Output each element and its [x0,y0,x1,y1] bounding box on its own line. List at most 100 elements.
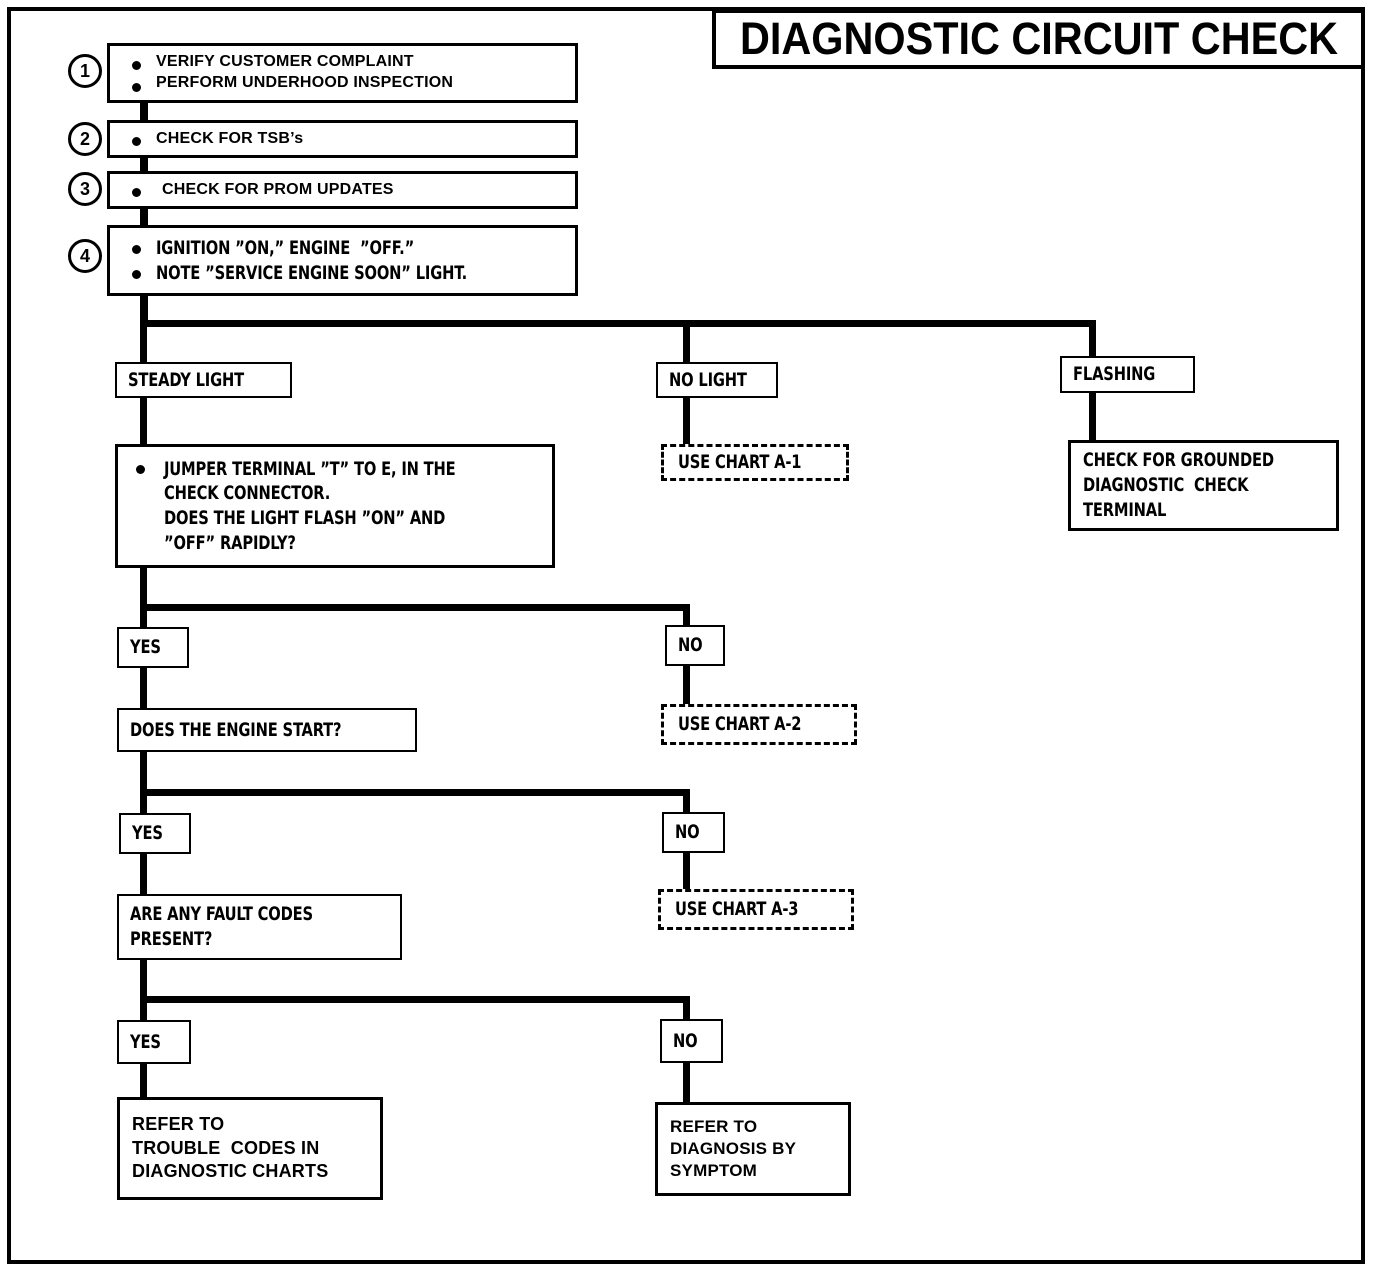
answer-box-yes-1: YES [117,627,189,668]
branch-box-steady-light: STEADY LIGHT [115,362,292,398]
bullet-icon [136,465,145,474]
connector-no2-chart-a3 [683,851,690,890]
refer-trouble-codes-line-1: REFER TO [132,1114,225,1135]
answer-box-no-1: NO [665,625,725,666]
chart-ref-box-a1: USE CHART A-1 [661,444,849,481]
step-number-3-label: 3 [79,178,90,199]
connector-step4-bus [140,293,148,325]
split-bus-decision-3 [140,996,690,1003]
connector-fault-codes-split [140,958,147,1003]
step-box-4-line-2: NOTE ”SERVICE ENGINE SOON” LIGHT. [156,261,468,284]
connector-yes1-engine-start [140,666,147,711]
bullet-icon [132,137,141,146]
connector-decision2-yes [140,789,147,815]
step-box-3-line-1: CHECK FOR PROM UPDATES [162,180,394,198]
connector-yes3-refer-trouble-codes [140,1062,147,1104]
chart-ref-a1-label: USE CHART A-1 [678,451,802,474]
connector-bus-steady-light [140,320,147,364]
result-box-diagnosis-by-symptom: REFER TO DIAGNOSIS BY SYMPTOM [655,1102,851,1196]
refer-symptom-line-2: DIAGNOSIS BY [670,1138,797,1158]
connector-step2-step3 [140,155,148,172]
bullet-icon [132,270,141,279]
connector-flashing-grounded [1089,391,1096,443]
bullet-icon [132,245,141,254]
step-number-2-label: 2 [79,128,90,149]
connector-bus-no-light [683,320,690,364]
answer-box-no-2: NO [662,812,725,853]
step-number-2: 2 [68,122,102,156]
split-bus-decision-1 [140,604,690,611]
jumper-line-1: JUMPER TERMINAL ”T” TO E, IN THE [164,457,456,480]
split-bus-decision-2 [140,789,690,796]
bullet-icon [132,61,141,70]
fault-codes-line-2: PRESENT? [130,928,213,950]
answer-no-3-label: NO [673,1029,698,1052]
branch-box-flashing: FLASHING [1060,356,1195,393]
result-box-trouble-codes: REFER TO TROUBLE CODES IN DIAGNOSTIC CHA… [117,1097,383,1200]
answer-box-no-3: NO [660,1019,723,1063]
fault-codes-line-1: ARE ANY FAULT CODES [130,903,313,926]
connector-jumper-split [140,566,147,611]
step-number-1-label: 1 [79,60,90,81]
step-box-1: VERIFY CUSTOMER COMPLAINT PERFORM UNDERH… [107,43,578,103]
connector-steady-light-jumper [140,396,147,446]
step-number-3: 3 [68,172,102,206]
connector-decision3-yes [140,996,147,1022]
connector-bus-flashing [1089,320,1096,358]
page-title: DIAGNOSTIC CIRCUIT CHECK [739,13,1338,64]
refer-symptom-line-1: REFER TO [670,1116,758,1136]
connector-no3-refer-symptom [683,1061,690,1106]
node-box-grounded-terminal: CHECK FOR GROUNDED DIAGNOSTIC CHECK TERM… [1068,440,1339,531]
refer-trouble-codes-line-3: DIAGNOSTIC CHARTS [132,1161,329,1182]
branch-label-flashing: FLASHING [1073,363,1156,386]
step-box-3: CHECK FOR PROM UPDATES [107,171,578,209]
chart-ref-a2-label: USE CHART A-2 [678,713,802,736]
branch-box-no-light: NO LIGHT [656,362,778,398]
connector-yes2-fault-codes [140,852,147,898]
node-box-fault-codes: ARE ANY FAULT CODES PRESENT? [117,894,402,960]
step-box-1-line-2: PERFORM UNDERHOOD INSPECTION [156,74,454,91]
bullet-icon [132,83,141,92]
step-box-4-line-1: IGNITION ”ON,” ENGINE ”OFF.” [156,236,415,259]
answer-box-yes-2: YES [119,813,191,854]
chart-ref-box-a3: USE CHART A-3 [658,889,854,930]
refer-trouble-codes-line-2: TROUBLE CODES IN [132,1137,320,1158]
branch-bus-horizontal [140,320,1096,327]
step-box-2-line-1: CHECK FOR TSB’s [156,129,304,147]
bullet-icon [132,188,141,197]
jumper-line-2: CHECK CONNECTOR. [164,482,331,505]
connector-decision1-yes [140,604,147,630]
chart-title-box: DIAGNOSTIC CIRCUIT CHECK [712,9,1365,69]
engine-start-line-1: DOES THE ENGINE START? [130,718,342,741]
grounded-line-2: DIAGNOSTIC CHECK [1083,474,1249,497]
branch-label-steady-light: STEADY LIGHT [128,368,244,391]
grounded-line-3: TERMINAL [1083,498,1167,521]
jumper-line-3: DOES THE LIGHT FLASH ”ON” AND [164,507,446,529]
connector-no1-chart-a2 [683,664,690,705]
answer-box-yes-3: YES [117,1020,191,1064]
page-border [7,7,1365,1264]
branch-label-no-light: NO LIGHT [669,368,747,391]
step-number-4: 4 [68,239,102,273]
chart-ref-a3-label: USE CHART A-3 [675,898,799,921]
connector-no-light-chart-a1 [683,396,690,446]
chart-ref-box-a2: USE CHART A-2 [661,704,857,745]
jumper-line-4: ”OFF” RAPIDLY? [164,531,296,554]
node-box-jumper-terminal: JUMPER TERMINAL ”T” TO E, IN THE CHECK C… [115,444,555,568]
connector-step3-step4 [140,206,148,226]
connector-decision1-no [683,604,690,628]
step-number-4-label: 4 [79,245,90,266]
step-box-1-line-1: VERIFY CUSTOMER COMPLAINT [156,53,414,71]
answer-no-2-label: NO [675,821,700,844]
connector-engine-start-split [140,750,147,795]
answer-no-1-label: NO [678,634,703,657]
grounded-line-1: CHECK FOR GROUNDED [1083,449,1274,472]
step-box-4: IGNITION ”ON,” ENGINE ”OFF.” NOTE ”SERVI… [107,225,578,296]
node-box-engine-start: DOES THE ENGINE START? [117,708,417,752]
connector-step1-step2 [140,100,148,120]
connector-decision2-no [683,789,690,813]
refer-symptom-line-3: SYMPTOM [670,1161,758,1181]
answer-yes-3-label: YES [130,1030,161,1053]
step-number-1: 1 [68,54,102,88]
